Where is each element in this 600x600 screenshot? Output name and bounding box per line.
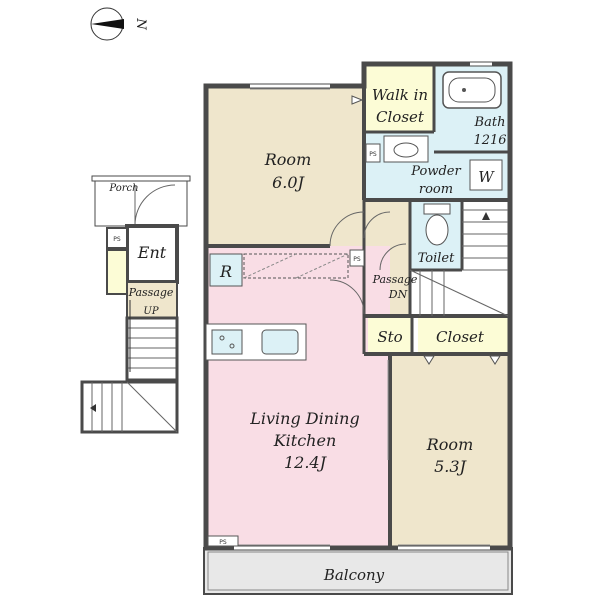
bath-size: 1216 — [473, 133, 506, 148]
walkin-closet — [364, 66, 434, 132]
toilet-label: Toilet — [418, 251, 455, 266]
ps-box-1 — [365, 143, 381, 163]
main-unit — [203, 61, 513, 595]
door-swings — [329, 211, 407, 460]
refrigerator-label: R — [219, 262, 232, 281]
bathtub-icon — [442, 71, 502, 109]
main-passage-name: Passage — [372, 273, 418, 286]
compass: N — [90, 7, 148, 41]
porch-area — [94, 177, 188, 227]
room-lower-name: Room — [426, 435, 473, 454]
sink-icon — [383, 135, 429, 163]
ldk-size: 12.4J — [284, 453, 328, 472]
stair-landing — [80, 380, 179, 434]
closet-label: Closet — [436, 328, 485, 346]
walkin-line2: Closet — [376, 108, 425, 126]
room-upper-size: 6.0J — [272, 173, 305, 192]
ps-box-2 — [349, 249, 365, 267]
windows — [234, 62, 492, 550]
north-label: N — [133, 17, 148, 30]
toilet-icon — [423, 203, 451, 246]
stair-arrow-icon — [90, 404, 96, 412]
balcony — [203, 547, 513, 595]
closet-door-arrow-left-icon — [423, 355, 435, 365]
powder-line1: Powder — [410, 164, 461, 179]
lower-passage-sub: UP — [143, 306, 158, 317]
closet-storage — [418, 318, 508, 354]
main-passage-sub: DN — [388, 288, 408, 301]
ldk-room — [206, 246, 390, 546]
room-lower-size: 5.3J — [434, 457, 467, 476]
lower-passage-name: Passage — [128, 286, 174, 299]
north-arrow-icon — [91, 19, 124, 29]
shoe-cabinet — [106, 249, 128, 295]
porch-rail — [91, 175, 191, 182]
ldk-line1: Living Dining — [249, 409, 359, 428]
refrigerator-box — [209, 253, 243, 287]
closet-door-arrow-right-icon — [489, 355, 501, 365]
balcony-label: Balcony — [323, 566, 385, 584]
porch-label: Porch — [108, 183, 138, 194]
stairs-down-treads — [409, 209, 509, 317]
bath-name: Bath — [474, 115, 506, 130]
stairs-down-arrow-icon — [482, 212, 490, 220]
lower-stair-treads — [127, 327, 177, 369]
ps-entrance — [106, 227, 128, 249]
ps-label-3: PS — [219, 539, 227, 546]
kitchen-sink-icon — [261, 329, 299, 355]
sto-storage — [368, 318, 412, 354]
powder-line2: room — [419, 182, 453, 197]
walkin-door-arrow-icon — [351, 95, 364, 105]
walkin-line1: Walk in — [372, 86, 428, 104]
entrance-door-swing — [134, 184, 176, 226]
washer-label: W — [478, 168, 495, 186]
stove-icon — [211, 329, 243, 355]
ldk-line2: Kitchen — [273, 431, 337, 450]
kitchen-counter — [205, 253, 349, 361]
entrance-wing — [80, 175, 191, 434]
lower-stairs-upper — [125, 316, 179, 382]
ps-box-3 — [207, 535, 239, 547]
entrance-label: Ent — [137, 243, 167, 262]
washer-box — [469, 159, 503, 191]
ps-label-4: PS — [113, 236, 121, 243]
room-upper — [206, 88, 364, 246]
room-lower — [390, 354, 508, 546]
sto-label: Sto — [377, 328, 402, 346]
labels: Room 6.0J Walk in Closet Bath 1216 Powde… — [108, 86, 506, 584]
ps-label-2: PS — [353, 256, 361, 263]
room-upper-name: Room — [264, 150, 311, 169]
ps-label-1: PS — [369, 151, 377, 158]
